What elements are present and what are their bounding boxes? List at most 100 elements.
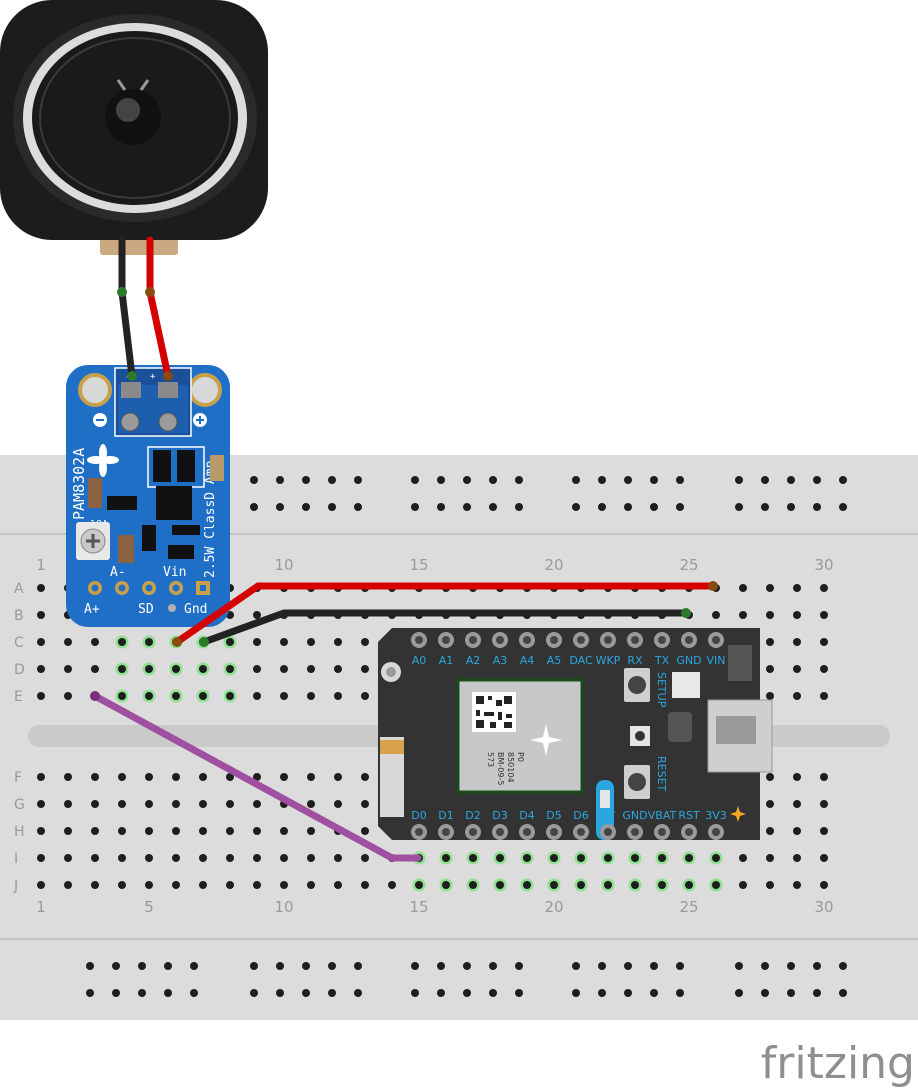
breadboard-hole — [118, 881, 126, 889]
rail-hole — [839, 962, 847, 970]
rail-hole — [302, 962, 310, 970]
rail-hole — [787, 989, 795, 997]
pin-label: D5 — [546, 809, 561, 822]
breadboard-hole — [91, 827, 99, 835]
rail-hole — [515, 989, 523, 997]
rail-hole — [250, 962, 258, 970]
breadboard-hole — [712, 854, 720, 862]
rail-hole — [598, 989, 606, 997]
rail-hole — [328, 503, 336, 511]
rail-hole — [813, 503, 821, 511]
wires — [90, 236, 718, 862]
rail-hole — [437, 476, 445, 484]
pin-label: A2 — [466, 654, 481, 667]
breadboard-hole — [793, 584, 801, 592]
breadboard-hole — [604, 854, 612, 862]
breadboard-hole — [118, 773, 126, 781]
pin-label: VIN — [707, 654, 726, 667]
rail-hole — [624, 962, 632, 970]
rail-hole — [112, 989, 120, 997]
breadboard-hole — [820, 692, 828, 700]
breadboard-hole — [307, 773, 315, 781]
breadboard-hole — [91, 638, 99, 646]
rail-hole — [761, 476, 769, 484]
rail-hole — [250, 989, 258, 997]
breadboard-hole — [307, 881, 315, 889]
breadboard-hole — [145, 665, 153, 673]
breadboard-hole — [793, 827, 801, 835]
breadboard-hole — [766, 665, 774, 673]
breadboard-hole — [280, 692, 288, 700]
module-text-4: 573 — [486, 752, 495, 767]
breadboard-hole — [91, 773, 99, 781]
breadboard-hole — [307, 638, 315, 646]
rail-hole — [328, 476, 336, 484]
row-label: J — [13, 878, 18, 894]
row-label: H — [14, 824, 25, 840]
power-led-icon — [730, 806, 746, 822]
rail-divider-top — [0, 533, 918, 535]
rail-hole — [676, 989, 684, 997]
breadboard-hole — [820, 854, 828, 862]
column-label-top: 10 — [274, 556, 293, 574]
breadboard-hole — [226, 692, 234, 700]
component-chip — [153, 450, 171, 482]
rail-hole — [354, 476, 362, 484]
breadboard-hole — [820, 611, 828, 619]
rail-hole — [598, 476, 606, 484]
breadboard-hole — [820, 827, 828, 835]
rail-hole — [650, 476, 658, 484]
column-label-top: 1 — [36, 556, 46, 574]
column-label-bottom: 1 — [36, 898, 46, 916]
pin-label: D3 — [492, 809, 507, 822]
rail-hole — [190, 962, 198, 970]
pin-label: D2 — [465, 809, 480, 822]
column-label-bottom: 5 — [144, 898, 154, 916]
wifi-module — [456, 678, 584, 794]
breadboard-hole — [172, 881, 180, 889]
breadboard-hole — [280, 854, 288, 862]
breadboard-hole — [253, 611, 261, 619]
breadboard-hole — [37, 854, 45, 862]
breadboard-hole — [199, 692, 207, 700]
breadboard-hole — [37, 638, 45, 646]
breadboard-hole — [145, 800, 153, 808]
rail-hole — [302, 476, 310, 484]
rail-hole — [735, 989, 743, 997]
breadboard-hole — [37, 800, 45, 808]
breadboard-hole — [172, 692, 180, 700]
breadboard-hole — [361, 773, 369, 781]
column-label-top: 20 — [544, 556, 563, 574]
breadboard-hole — [793, 665, 801, 673]
column-label-top: 30 — [814, 556, 833, 574]
rail-hole — [112, 962, 120, 970]
column-label-bottom: 20 — [544, 898, 563, 916]
pin-label: GND — [622, 809, 647, 822]
breadboard-hole — [199, 665, 207, 673]
breadboard-hole — [523, 854, 531, 862]
breadboard-hole — [226, 881, 234, 889]
breadboard-hole — [793, 773, 801, 781]
breadboard-hole — [37, 773, 45, 781]
breadboard-hole — [199, 827, 207, 835]
rail-hole — [276, 476, 284, 484]
breadboard-hole — [37, 881, 45, 889]
rail-hole — [813, 989, 821, 997]
rail-hole — [463, 476, 471, 484]
breadboard-hole — [37, 665, 45, 673]
pin-label: D6 — [573, 809, 588, 822]
amp-subtitle: 2.5W ClassD Amp — [203, 460, 218, 578]
breadboard-hole — [820, 800, 828, 808]
pin-label: A1 — [439, 654, 454, 667]
breadboard-hole — [361, 665, 369, 673]
breadboard-hole — [172, 800, 180, 808]
pin-label-sd: SD — [138, 602, 154, 617]
breadboard-hole — [118, 692, 126, 700]
breadboard-hole — [64, 827, 72, 835]
rail-hole — [515, 476, 523, 484]
breadboard-hole — [496, 881, 504, 889]
breadboard-hole — [118, 665, 126, 673]
rail-hole — [411, 503, 419, 511]
column-label-bottom: 15 — [409, 898, 428, 916]
breadboard-hole — [793, 800, 801, 808]
